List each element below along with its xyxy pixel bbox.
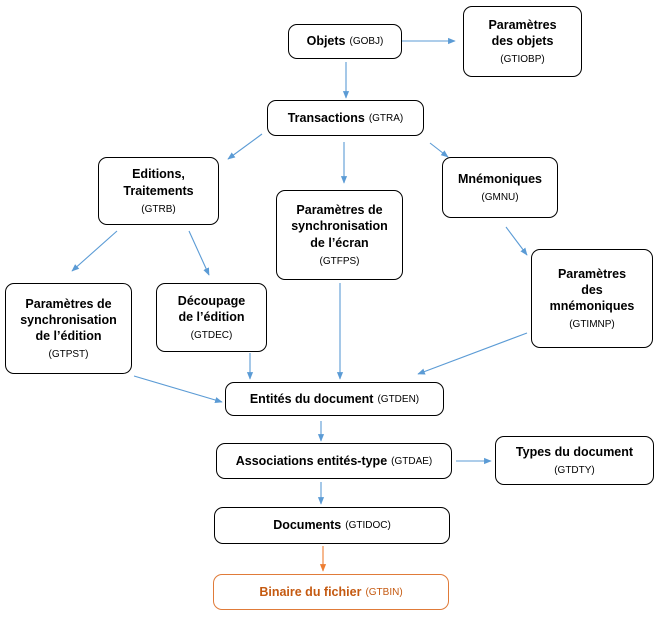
node-transactions: Transactions (GTRA) bbox=[267, 100, 424, 136]
arrow-gtra-to-gtrb bbox=[227, 133, 263, 160]
node-types-document: Types du document (GTDTY) bbox=[495, 436, 654, 485]
node-entites-document: Entités du document (GTDEN) bbox=[225, 382, 444, 416]
node-editions-traitements: Editions, Traitements (GTRB) bbox=[98, 157, 219, 225]
node-binaire-fichier-label: Binaire du fichier bbox=[259, 584, 362, 599]
node-editions-traitements-label: Editions, Traitements bbox=[123, 167, 194, 198]
node-synchro-ecran: Paramètres de synchronisation de l’écran… bbox=[276, 190, 403, 280]
node-transactions-code: (GTRA) bbox=[368, 112, 404, 124]
node-objets-label: Objets bbox=[306, 34, 346, 49]
node-parametres-objets-code: (GTIOBP) bbox=[500, 54, 545, 66]
node-transactions-label: Transactions bbox=[287, 110, 365, 125]
node-parametres-mnemoniques: Paramètres des mnémoniques (GTIMNP) bbox=[531, 249, 653, 348]
node-decoupage-edition-code: (GTDEC) bbox=[190, 330, 233, 342]
node-documents-code: (GTIDOC) bbox=[345, 520, 391, 531]
node-mnemoniques-label: Mnémoniques bbox=[457, 171, 543, 186]
node-mnemoniques-code: (GMNU) bbox=[481, 192, 519, 204]
node-parametres-mnemoniques-code: (GTIMNP) bbox=[569, 319, 615, 331]
node-synchro-ecran-label: Paramètres de synchronisation de l’écran bbox=[291, 203, 388, 250]
node-parametres-mnemoniques-label: Paramètres des mnémoniques bbox=[549, 266, 635, 314]
node-editions-traitements-code: (GTRB) bbox=[141, 203, 176, 215]
node-binaire-fichier-code: (GTBIN) bbox=[365, 586, 403, 598]
node-associations-entites-type: Associations entités-type (GTDAE) bbox=[216, 443, 452, 479]
node-parametres-objets-label: Paramètres des objets bbox=[488, 17, 557, 48]
node-decoupage-edition-label: Découpage de l’édition bbox=[177, 293, 246, 324]
node-synchro-edition-code: (GTPST) bbox=[48, 349, 89, 361]
node-objets: Objets (GOBJ) bbox=[288, 24, 402, 59]
node-parametres-objets: Paramètres des objets (GTIOBP) bbox=[463, 6, 582, 77]
node-documents: Documents (GTIDOC) bbox=[214, 507, 450, 544]
node-documents-label: Documents bbox=[273, 518, 342, 533]
node-synchro-edition-label: Paramètres de synchronisation de l’éditi… bbox=[20, 296, 117, 344]
arrow-gtra-to-gmnu bbox=[429, 142, 449, 158]
arrow-gmnu-to-gtimnp bbox=[505, 226, 528, 256]
node-mnemoniques: Mnémoniques (GMNU) bbox=[442, 157, 558, 218]
node-entites-document-label: Entités du document bbox=[249, 391, 374, 406]
arrow-gtpst-to-gtden bbox=[133, 375, 223, 403]
node-objets-code: (GOBJ) bbox=[349, 36, 384, 47]
node-associations-entites-type-code: (GTDAE) bbox=[391, 455, 433, 467]
node-synchro-ecran-code: (GTFPS) bbox=[319, 255, 360, 267]
node-binaire-fichier: Binaire du fichier (GTBIN) bbox=[213, 574, 449, 610]
node-synchro-edition: Paramètres de synchronisation de l’éditi… bbox=[5, 283, 132, 374]
node-entites-document-code: (GTDEN) bbox=[377, 393, 420, 405]
node-types-document-label: Types du document bbox=[515, 444, 634, 459]
arrow-gtimnp-to-gtden bbox=[417, 332, 528, 375]
arrow-gtrb-to-gtpst bbox=[71, 230, 118, 272]
node-associations-entites-type-label: Associations entités-type bbox=[235, 453, 388, 468]
arrow-gtrb-to-gtdec bbox=[188, 230, 210, 276]
node-types-document-code: (GTDTY) bbox=[554, 465, 595, 477]
node-decoupage-edition: Découpage de l’édition (GTDEC) bbox=[156, 283, 267, 352]
